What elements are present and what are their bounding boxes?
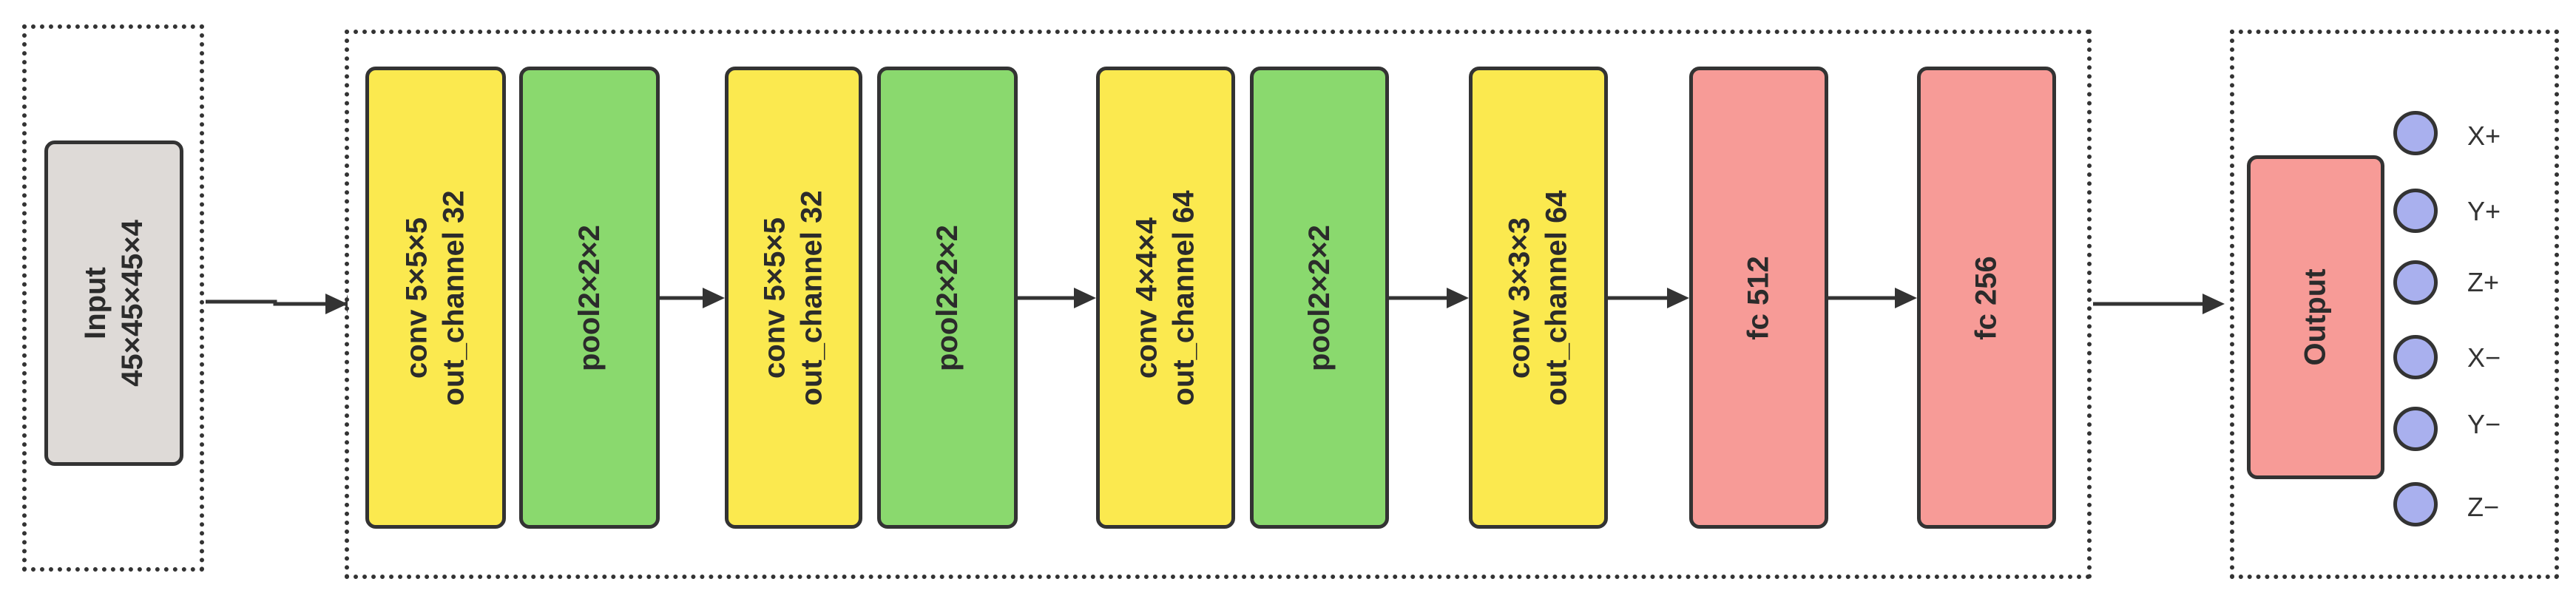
output-node-z-plus <box>2393 260 2438 305</box>
output-node-y-plus <box>2393 189 2438 233</box>
input-group <box>22 24 204 572</box>
pool-block-1: pool2×2×2 <box>519 67 660 529</box>
output-group <box>2230 30 2559 579</box>
output-node-label-y-minus: Y− <box>2467 409 2501 439</box>
output-node-label-x-minus: X− <box>2467 342 2501 373</box>
output-node-x-plus <box>2393 111 2438 155</box>
output-node-label-y-plus: Y+ <box>2467 196 2501 226</box>
arrowhead-pool3-to-conv4 <box>1447 288 1469 308</box>
output-node-x-minus <box>2393 335 2438 379</box>
pool-block-2: pool2×2×2 <box>877 67 1018 529</box>
arrowhead-network-to-output <box>2203 294 2225 314</box>
output-block: Output <box>2247 155 2384 479</box>
output-node-label-z-plus: Z+ <box>2467 267 2500 297</box>
arrowhead-conv4-to-fc512 <box>1667 288 1689 308</box>
input-block: Input 45×45×45×4 <box>44 140 183 466</box>
fc-block-256: fc 256 <box>1917 67 2056 529</box>
fc-block-512: fc 512 <box>1689 67 1828 529</box>
arrowhead-pool1-to-conv2 <box>703 288 725 308</box>
output-node-y-minus <box>2393 407 2438 451</box>
arrowhead-input-in <box>325 294 348 314</box>
pool-block-3: pool2×2×2 <box>1250 67 1389 529</box>
arrowhead-fc512-to-fc256 <box>1895 288 1917 308</box>
output-node-z-minus <box>2393 482 2438 526</box>
arrow-input-to-network <box>206 299 348 306</box>
output-node-label-z-minus: Z− <box>2467 492 2500 522</box>
output-node-label-x-plus: X+ <box>2467 121 2501 151</box>
arrowhead-pool2-to-conv3 <box>1074 288 1096 308</box>
